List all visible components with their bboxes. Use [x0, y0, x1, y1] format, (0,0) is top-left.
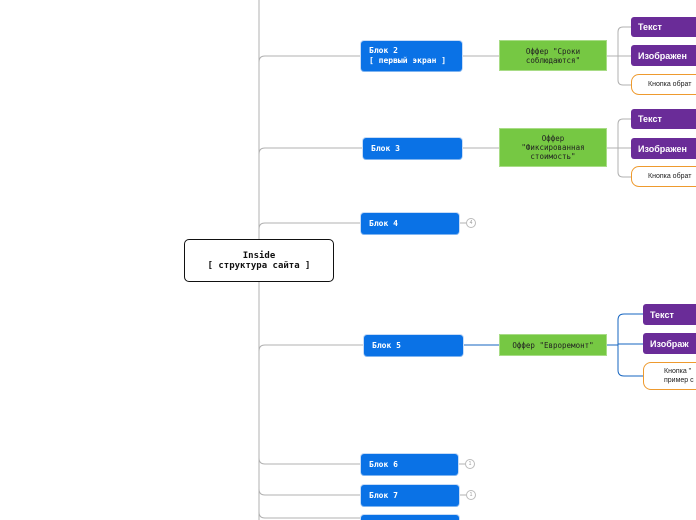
- block-5-text-node[interactable]: Текст: [643, 304, 696, 325]
- root-subtitle: [ структура сайта ]: [207, 260, 311, 271]
- block-2-text-label: Текст: [638, 22, 662, 32]
- block-6-label: Блок 6: [369, 459, 398, 469]
- root-node[interactable]: Inside [ структура сайта ]: [184, 239, 334, 282]
- block-8-node[interactable]: [361, 515, 459, 520]
- offer-2-line2: соблюдаются": [525, 55, 581, 65]
- block-2-node[interactable]: Блок 2 [ первый экран ]: [361, 41, 462, 71]
- block-3-text-node[interactable]: Текст: [631, 109, 696, 129]
- block-3-node[interactable]: Блок 3: [363, 138, 462, 159]
- block-2-button-label: Кнопка обрат: [648, 81, 692, 88]
- block-3-button-label: Кнопка обрат: [648, 173, 692, 180]
- branch-b4: [258, 222, 361, 230]
- block-2-text-node[interactable]: Текст: [631, 17, 696, 37]
- block-2-image-node[interactable]: Изображен: [631, 45, 696, 66]
- branch-b2: [258, 55, 361, 63]
- block-5-node[interactable]: Блок 5: [364, 335, 463, 356]
- block-3-label: Блок 3: [371, 143, 400, 153]
- block-5-image-label: Изображ: [650, 338, 689, 349]
- block-4-collapse-badge[interactable]: 4: [466, 218, 476, 228]
- block-2-image-label: Изображен: [638, 50, 687, 61]
- block-7-collapse-badge[interactable]: 1: [466, 490, 476, 500]
- offer-3-line1: Оффер: [541, 134, 565, 143]
- branch-b3: [258, 147, 363, 155]
- block-2-label: Блок 2: [369, 46, 398, 55]
- block-2-sublabel: [ первый экран ]: [369, 56, 447, 65]
- block-5-button-node[interactable]: Кнопка " пример с: [643, 362, 696, 390]
- block-6-node[interactable]: Блок 6: [361, 454, 458, 475]
- block-3-button-node[interactable]: Кнопка обрат: [631, 166, 696, 187]
- offer-2-line1: Оффер "Сроки: [525, 46, 581, 56]
- block-5-label: Блок 5: [372, 340, 401, 350]
- root-title: Inside: [242, 250, 276, 261]
- offer-3-line3: стоимость": [530, 152, 576, 161]
- offer-5-label: Оффер "Евроремонт": [512, 340, 594, 350]
- offer-2-node[interactable]: Оффер "Сроки соблюдаются": [500, 41, 606, 70]
- branch-b5: [258, 344, 364, 352]
- block-7-label: Блок 7: [369, 490, 398, 500]
- block-7-node[interactable]: Блок 7: [361, 485, 459, 506]
- offer-5-node[interactable]: Оффер "Евроремонт": [500, 335, 606, 355]
- branch-b7: [258, 488, 361, 496]
- block-4-label: Блок 4: [369, 218, 398, 228]
- offer-3-node[interactable]: Оффер "Фиксированная стоимость": [500, 129, 606, 166]
- branch-b6: [258, 457, 361, 465]
- block-6-collapse-badge[interactable]: 1: [465, 459, 475, 469]
- block-5-button-line1: Кнопка ": [664, 368, 692, 375]
- block-3-image-node[interactable]: Изображен: [631, 138, 696, 159]
- block-5-text-label: Текст: [650, 309, 674, 320]
- block-5-button-line2: пример с: [664, 377, 694, 384]
- block-2-button-node[interactable]: Кнопка обрат: [631, 74, 696, 95]
- offer-3-line2: "Фиксированная: [521, 143, 585, 152]
- block-4-node[interactable]: Блок 4: [361, 213, 459, 234]
- block-3-image-label: Изображен: [638, 143, 687, 154]
- block-5-image-node[interactable]: Изображ: [643, 333, 696, 354]
- block-3-text-label: Текст: [638, 114, 662, 124]
- branch-b8: [258, 511, 361, 519]
